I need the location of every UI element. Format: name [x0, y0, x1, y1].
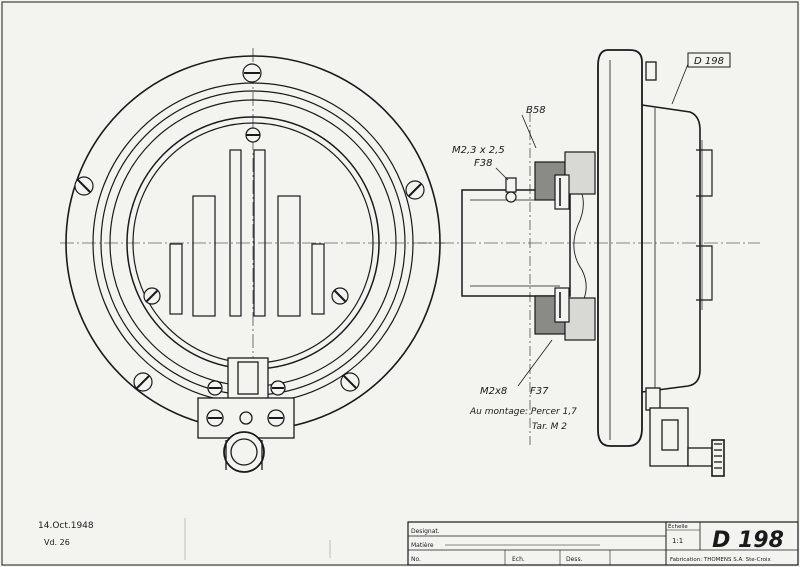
label-screw-top: M2,3 x 2,5	[452, 145, 505, 156]
front-screws	[74, 63, 425, 392]
company-name: Fabrication: THOMENS S.A. Ste-Croix	[670, 557, 772, 563]
designation-label: Designat.	[411, 528, 440, 535]
label-screw-bottom: M2x8	[480, 386, 507, 397]
label-screw-bottom-part: F37	[530, 386, 549, 397]
side-view	[418, 49, 760, 447]
draftsman-label: Dess.	[566, 556, 583, 563]
front-knob-assembly	[197, 357, 295, 473]
scale-value: 1:1	[672, 537, 683, 545]
leader-lines	[495, 63, 689, 387]
side-knob	[645, 61, 725, 477]
date-stamp: 14.Oct.1948	[38, 521, 94, 531]
note-line-1: Au montage: Percer 1,7	[469, 407, 577, 417]
ref-box	[687, 52, 731, 68]
drawing-number: D 198	[712, 528, 784, 553]
title-block	[407, 521, 799, 566]
material-label: Matière	[411, 542, 434, 549]
scale-short-label: Ech.	[512, 556, 525, 563]
initials-stamp: Vd. 26	[44, 538, 70, 547]
number-label: No.	[411, 556, 421, 563]
label-screw-top-part: F38	[474, 158, 492, 169]
label-b58: B58	[526, 105, 546, 116]
annotations: D 198 B58 M2,3 x 2,5 F38 M2x8 F37 Au mon…	[452, 52, 731, 432]
ref-box-label: D 198	[694, 56, 724, 67]
note-line-2: Tar. M 2	[532, 422, 567, 432]
side-clamp-blocks	[505, 151, 596, 341]
scale-label: Échelle	[668, 522, 688, 530]
stamps: 14.Oct.1948 Vd. 26	[38, 518, 331, 560]
title-block-text: Designat. Matière No. Ech. Dess. Échelle…	[411, 522, 784, 563]
